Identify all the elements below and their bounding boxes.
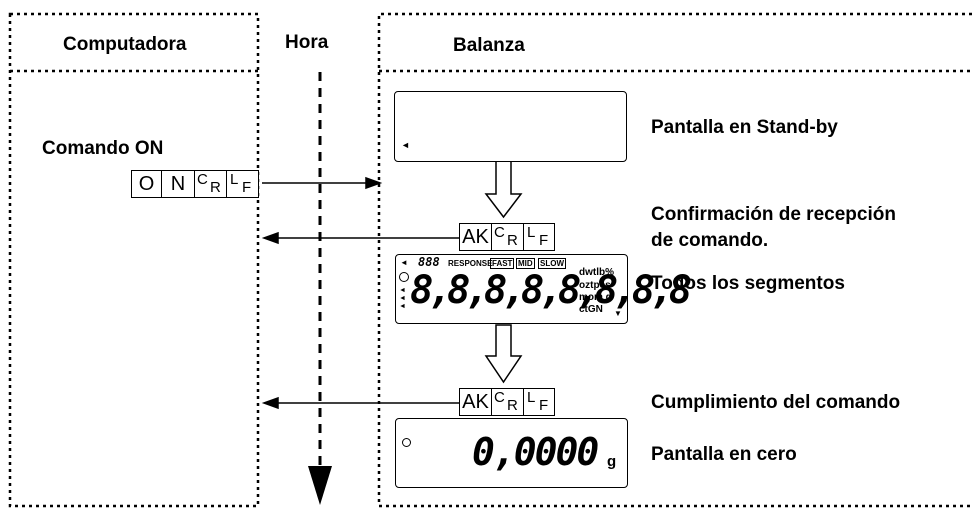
lf-l: L (527, 389, 536, 406)
lf-f: F (242, 179, 252, 196)
seg-mode-slow: SLOW (538, 258, 566, 269)
lf-l: L (527, 224, 536, 241)
seg-units-line3: mom g (579, 292, 612, 303)
lf-l: L (230, 171, 239, 188)
zero-display: 0,0000 g (395, 418, 628, 488)
flow-arrow-1 (484, 160, 523, 219)
seg-main-digits: 8,8,8,8,8,8,8,8 (410, 268, 692, 313)
computer-header: Computadora (63, 34, 187, 55)
seg-left-arrows-icon: ◄◄◄ (399, 287, 406, 310)
cell-text: N (170, 173, 186, 195)
seg-mode-mid: MID (516, 258, 535, 269)
command-arrow (262, 176, 383, 190)
complete-cell-ak: AK (459, 388, 492, 416)
cr-r: R (507, 397, 518, 414)
seg-units-line4: ctGN (579, 304, 603, 315)
command-cell-n: N (161, 170, 195, 198)
segments-label: Todos los segmentos (651, 273, 845, 294)
standby-display: ◄ (394, 91, 627, 162)
time-axis-arrowhead (308, 466, 332, 505)
seg-mode-fast: FAST (490, 258, 515, 269)
command-cell-o: O (131, 170, 162, 198)
lf-f: F (539, 232, 549, 249)
complete-arrow (261, 396, 459, 410)
segments-display: ◄ 888 RESPONSE FAST MID SLOW ◄◄◄ 8,8,8,8… (395, 254, 692, 324)
cell-text: AK (462, 226, 489, 248)
cell-text: O (138, 173, 155, 195)
lf-f: F (539, 397, 549, 414)
flow-arrow-2 (484, 324, 523, 384)
seg-top-digits: 888 (418, 255, 440, 269)
command-label: Comando ON (42, 138, 164, 159)
cr-c: C (494, 389, 505, 406)
cr-c: C (197, 171, 208, 188)
seg-units-line1: dwtlb% (579, 267, 614, 278)
ack-cell-ak: AK (459, 223, 492, 251)
cell-text: AK (462, 391, 489, 413)
balance-column (377, 12, 972, 508)
seg-response-text: RESPONSE (448, 259, 493, 268)
balance-header: Balanza (453, 35, 525, 56)
zero-circle-icon (402, 438, 411, 447)
standby-label: Pantalla en Stand-by (651, 117, 838, 138)
ack-label-line1: Confirmación de recepción (651, 204, 896, 225)
time-header: Hora (285, 32, 329, 53)
complete-label: Cumplimiento del comando (651, 392, 901, 413)
ack-arrow (261, 231, 459, 245)
ack-label-line2: de comando. (651, 230, 769, 251)
seg-units-line2: oztpcs (579, 280, 611, 291)
zero-label: Pantalla en cero (651, 444, 797, 465)
seg-arrow-icon: ◄ (400, 258, 408, 267)
cr-r: R (507, 232, 518, 249)
cr-c: C (494, 224, 505, 241)
zero-value: 0,0000 (472, 430, 599, 474)
seg-circle-icon (399, 272, 409, 282)
computer-column (8, 12, 260, 508)
zero-unit: g (607, 453, 617, 470)
standby-arrow-icon: ◄ (401, 140, 410, 150)
cr-r: R (210, 179, 221, 196)
seg-down-arrow-icon: ▼ (614, 309, 622, 318)
